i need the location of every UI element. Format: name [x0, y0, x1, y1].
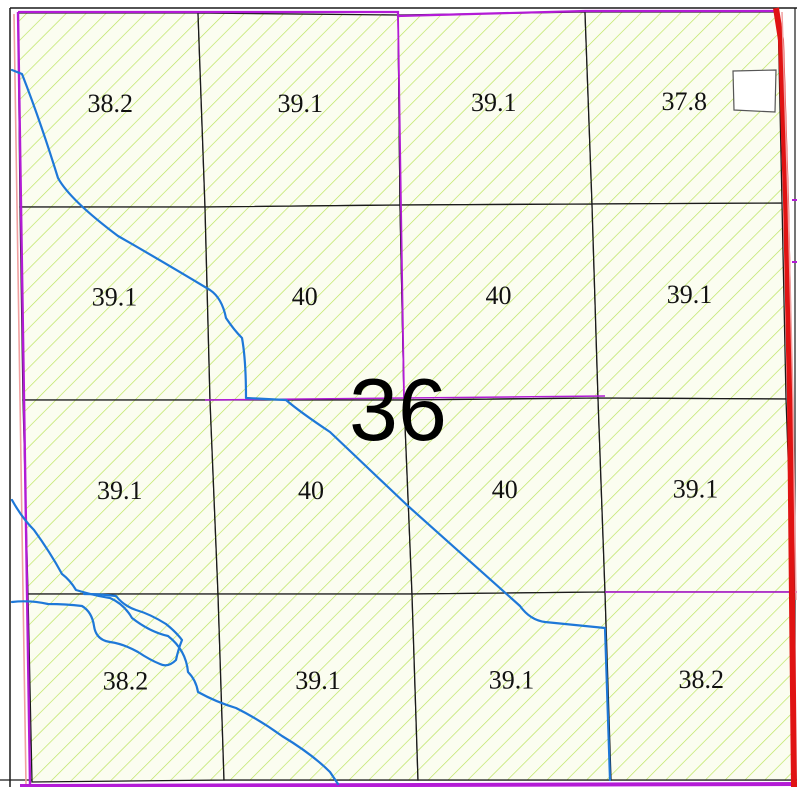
parcel-acreage-label: 40: [492, 475, 518, 504]
stream-tributary: [10, 592, 184, 667]
stream-southwest: [10, 498, 340, 786]
parcel-acreage-label: 38.2: [88, 89, 134, 118]
parcel-acreage-label: 40: [298, 476, 324, 505]
parcel-acreage-label: 40: [486, 281, 512, 310]
parcel-acreage-label: 39.1: [471, 88, 517, 117]
stream-main: [10, 68, 612, 782]
parcel-acreage-label: 40: [292, 282, 318, 311]
streams: [10, 68, 612, 786]
parcel-acreage-label: 39.1: [673, 474, 719, 503]
parcel-acreage-label: 39.1: [97, 476, 143, 505]
parcel-acreage-label: 39.1: [667, 280, 713, 309]
parcel-grid: 38.2 39.1 39.1 37.8 39.1 40 40 39.1 39.1 40 40 39.1…: [17, 11, 797, 783]
parcel-acreage-label: 37.8: [662, 87, 708, 116]
parcel-acreage-label: 39.1: [278, 89, 324, 118]
parcel-acreage-label: 38.2: [103, 667, 149, 696]
parcel-acreage-label: 39.1: [92, 283, 138, 312]
section-boundaries: [13, 7, 797, 787]
building-footprint: [732, 69, 777, 113]
section-number: 36: [349, 360, 447, 459]
parcel-acreage-label: 39.1: [295, 666, 341, 695]
parcel-acreage-label: 38.2: [679, 665, 725, 694]
parcel-acreage-label: 39.1: [489, 666, 535, 695]
